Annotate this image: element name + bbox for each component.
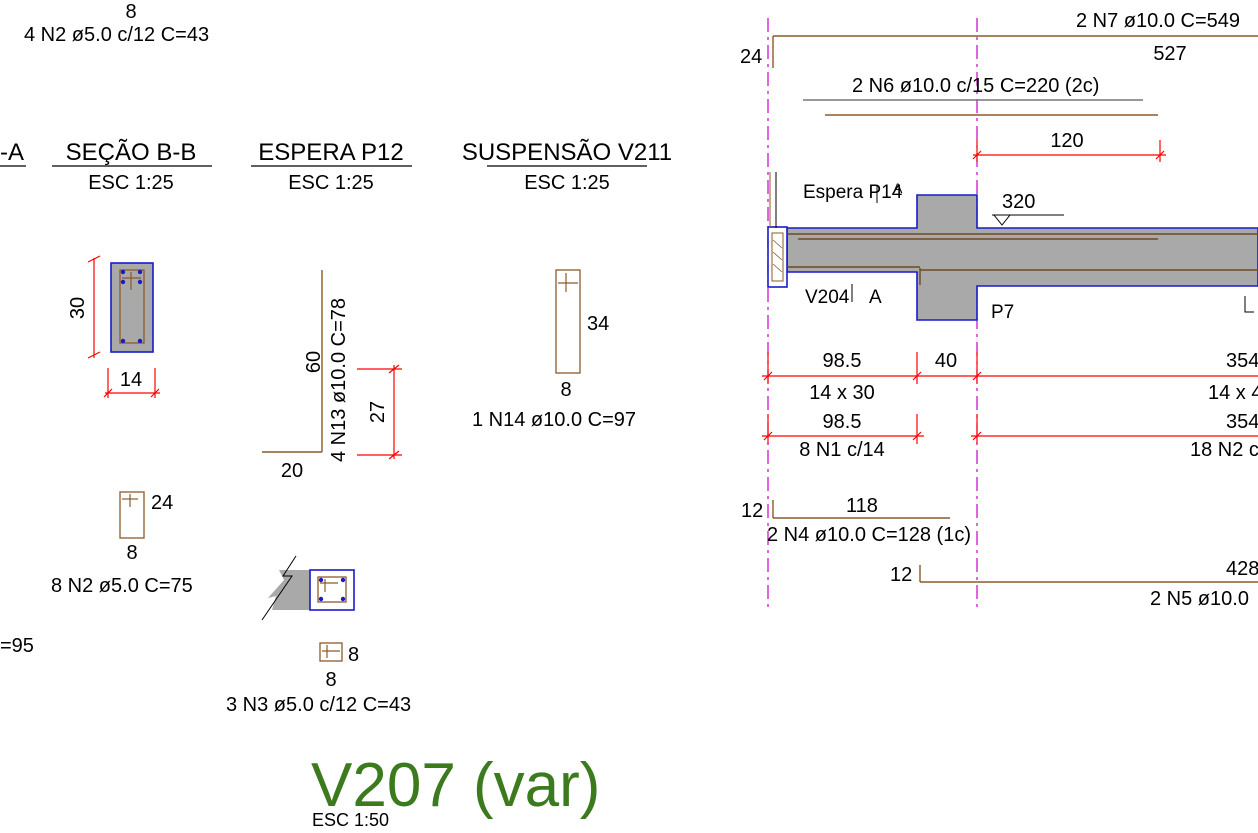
stirrup-n2: 18 N2 c [1190,439,1258,461]
n13-label: 4 N13 ø10.0 C=78 [328,298,350,462]
espera-column-section [261,555,355,621]
espera-scale: ESC 1:25 [288,172,374,194]
section-14x4: 14 x 4 [1208,382,1258,404]
v204-label: V204 [805,287,850,308]
n4-hook: 12 [741,500,763,522]
stirrup-n1: 8 N1 c/14 [799,439,885,461]
n13-length-20: 20 [281,460,303,482]
n4-label: 2 N4 ø10.0 C=128 (1c) [767,524,971,546]
suspensao-scale: ESC 1:25 [524,172,610,194]
n2-stirrup-shape [119,491,145,539]
span-354: 354 [1226,350,1258,372]
stirrup-span-98-5: 98.5 [823,411,862,433]
level-marker [992,214,1064,226]
n5-label: 2 N5 ø10.0 [1150,588,1249,610]
right-corner-mark [1244,296,1254,313]
section-b-title: SEÇÃO B-B [66,139,197,166]
section-b-width: 14 [120,369,142,391]
span-98-5: 98.5 [823,350,862,372]
section-a-title-tail: -A [0,139,24,166]
elevation-320: 320 [1002,191,1035,213]
dim-row-spans [762,352,1258,384]
n13-bar-shape [262,270,402,460]
n5-bar-shape [919,565,1258,583]
pillar-p7-label: P7 [991,302,1014,323]
n3-stirrup-shape [319,642,343,662]
section-b-height: 30 [67,297,89,319]
n13-length-27: 27 [367,401,389,423]
n14-label: 1 N14 ø10.0 C=97 [472,409,636,431]
n2-height: 24 [151,492,173,514]
dim-120 [972,140,1166,162]
top-n2-dim: 8 [125,1,136,23]
n6-label: 2 N6 ø10.0 c/15 C=220 (2c) [852,75,1099,97]
n3-bottom-dim: 8 [325,669,336,691]
section-b-scale: ESC 1:25 [88,172,174,194]
suspensao-title: SUSPENSÃO V211 [462,139,672,166]
section-mark-a-top: A [893,180,903,196]
n5-length: 428 [1226,558,1258,580]
n5-hook: 12 [890,564,912,586]
left-c95: =95 [0,635,34,657]
beam-title-scale: ESC 1:50 [312,810,389,830]
n14-stirrup-shape [555,269,581,374]
n4-bar-shape [772,500,950,519]
stirrup-span-354: 354 [1226,411,1258,433]
beam-elevation [767,172,1258,321]
n14-height: 34 [587,313,609,335]
n2-label: 8 N2 ø5.0 C=75 [51,575,193,597]
n4-length: 118 [846,495,878,517]
n7-bar-shape [772,35,1258,68]
n7-hook: 24 [740,46,762,68]
n3-side-dim: 8 [348,644,359,666]
espera-p14-label: Espera P14 [803,182,903,203]
espera-title: ESPERA P12 [258,139,403,166]
section-mark-a-bottom: A [869,287,882,308]
dim-120-text: 120 [1050,130,1083,152]
n7-label: 2 N7 ø10.0 C=549 [1076,10,1240,32]
top-n2-label: 4 N2 ø5.0 c/12 C=43 [24,24,209,46]
section-14x30: 14 x 30 [809,382,875,404]
n7-length: 527 [1153,43,1186,65]
beam-title: V207 (var) [311,751,600,820]
span-40: 40 [935,350,957,372]
section-b-drawing [87,255,160,398]
n13-length-60: 60 [303,351,325,373]
n2-width: 8 [126,542,137,564]
dim-row-stirrups [762,414,1258,444]
n14-width: 8 [560,379,571,401]
n3-label: 3 N3 ø5.0 c/12 C=43 [226,694,411,716]
